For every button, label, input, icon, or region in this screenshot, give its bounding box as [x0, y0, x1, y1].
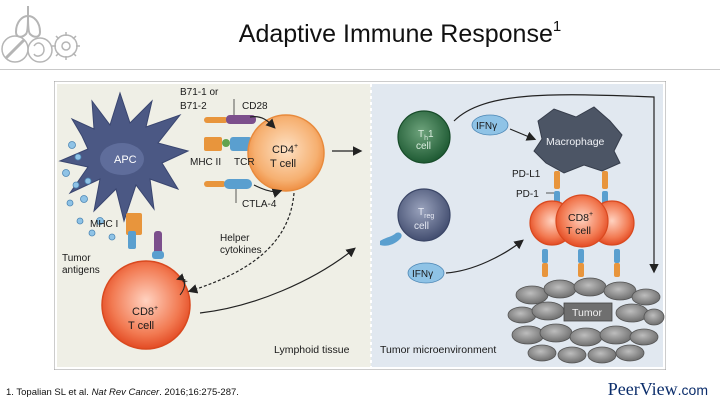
plus-sign: +	[182, 277, 188, 288]
arrow-ifng-to-cd8	[445, 239, 524, 274]
cd8-label-line2: T cell	[128, 320, 154, 332]
treg-cell	[397, 188, 451, 242]
ifng-label-1: IFNγ	[476, 121, 497, 132]
microenv-label: Tumor microenvironment	[380, 344, 496, 356]
cd8-tumor-label-sup: +	[589, 211, 593, 218]
th1-label-t: T	[418, 129, 424, 140]
cd4-label-sup: +	[294, 143, 298, 150]
organ-icon	[27, 37, 53, 63]
arrow-th1-to-macrophage	[453, 94, 659, 274]
pdl1-label: PD-L1	[512, 169, 541, 180]
b72-label: B71-2	[180, 101, 207, 112]
helper-label-2: cytokines	[220, 245, 262, 256]
mhc-i-label: MHC I	[90, 219, 118, 230]
corner-logo	[1, 6, 80, 63]
cd28-label: CD28	[242, 101, 268, 112]
cd8-tumor-cell-main	[555, 194, 609, 248]
cd4-t-cell	[247, 114, 325, 192]
tumor-label-box	[563, 302, 613, 322]
brand-suffix: .com	[677, 382, 708, 398]
macrophage-cell	[533, 106, 623, 174]
helper-label-1: Helper	[220, 233, 250, 244]
arrow-cd8-to-tumor	[199, 247, 356, 314]
arrow-cd4-to-cd8	[187, 192, 295, 294]
treg-receptor	[380, 232, 402, 246]
pdl1-receptors	[554, 171, 608, 189]
medical-tools-icon	[1, 35, 29, 63]
citation: 1. Topalian SL et al. Nat Rev Cancer. 20…	[6, 387, 239, 398]
treg-cell-label: cell	[414, 221, 429, 232]
mhc-ii-tcr-pair	[204, 137, 252, 151]
apc-label: APC	[114, 154, 137, 166]
cd8-tumor-label: CD8+	[568, 211, 593, 224]
pd1-label: PD-1	[516, 189, 539, 200]
apc-cell	[58, 91, 190, 223]
tcr-label: TCR	[234, 157, 255, 168]
tumor-cluster	[507, 277, 665, 364]
slide-title-text: Adaptive Immune Response	[238, 20, 553, 48]
lymphoid-label: Lymphoid tissue	[274, 344, 350, 356]
tumor-antigens-label-2: antigens	[62, 265, 100, 276]
th1-cell	[397, 110, 451, 164]
lungs-icon	[14, 6, 42, 38]
citation-prefix: 1. Topalian SL et al.	[6, 387, 92, 398]
tumor-label: Tumor	[572, 307, 602, 319]
treg-label-t: T	[418, 207, 424, 218]
cd4-label-line1: CD4	[272, 144, 294, 156]
title-divider	[0, 69, 720, 70]
ifng-bubble-2	[407, 262, 445, 284]
antigen-particles	[62, 141, 116, 241]
mhc-ii-label: MHC II	[190, 157, 221, 168]
mhc-i-complex	[126, 213, 164, 259]
ifng-bubble-1	[471, 114, 509, 136]
macrophage-label: Macrophage	[546, 136, 605, 148]
cd8-label-line1: CD8	[132, 306, 154, 318]
th1-label-num: 1	[428, 129, 434, 140]
arrow-ctla4	[253, 184, 283, 198]
tumor-antigens-label-1: Tumor	[62, 253, 91, 264]
th1-cell-label: cell	[416, 141, 431, 152]
th1-label-h: h	[424, 135, 428, 142]
treg-label: Treg	[418, 207, 434, 220]
brand-name: PeerView	[607, 379, 678, 399]
treg-label-reg: reg	[424, 213, 434, 220]
cd8-label-sup: +	[154, 305, 158, 312]
arrow-th1-right	[509, 128, 537, 141]
b71-label: B71-1 or	[180, 87, 219, 98]
ifng-label-2: IFNγ	[412, 269, 433, 280]
b71-cd28-pair	[204, 115, 256, 124]
citation-suffix: . 2016;16:275-287.	[159, 387, 239, 398]
cd8-label: CD8+	[132, 305, 158, 318]
th1-label: Th1	[418, 129, 434, 142]
citation-journal: Nat Rev Cancer	[91, 387, 160, 398]
immune-response-figure: APC CD4+ T cell B71-1 or B71-2 CD28 MHC …	[54, 81, 666, 370]
tumor-receptors	[542, 249, 620, 277]
cd4-label-line2: T cell	[270, 158, 296, 170]
cd8-t-cell	[101, 260, 191, 350]
title-reference: 1	[552, 18, 562, 35]
arrow-apc-to-cd4	[249, 116, 276, 129]
peerview-logo: PeerView.com	[608, 379, 708, 400]
cd8-tumor-label-line2: T cell	[566, 225, 591, 237]
cd4-label: CD4+	[272, 143, 298, 156]
arrow-cd8-self	[176, 273, 185, 296]
gear-icon	[52, 32, 80, 60]
cd8-tumor-label-line1: CD8	[568, 212, 589, 224]
slide-title: Adaptive Immune Response1	[160, 18, 640, 49]
ctla4-pair	[204, 179, 252, 189]
ctla4-label: CTLA-4	[242, 199, 277, 210]
